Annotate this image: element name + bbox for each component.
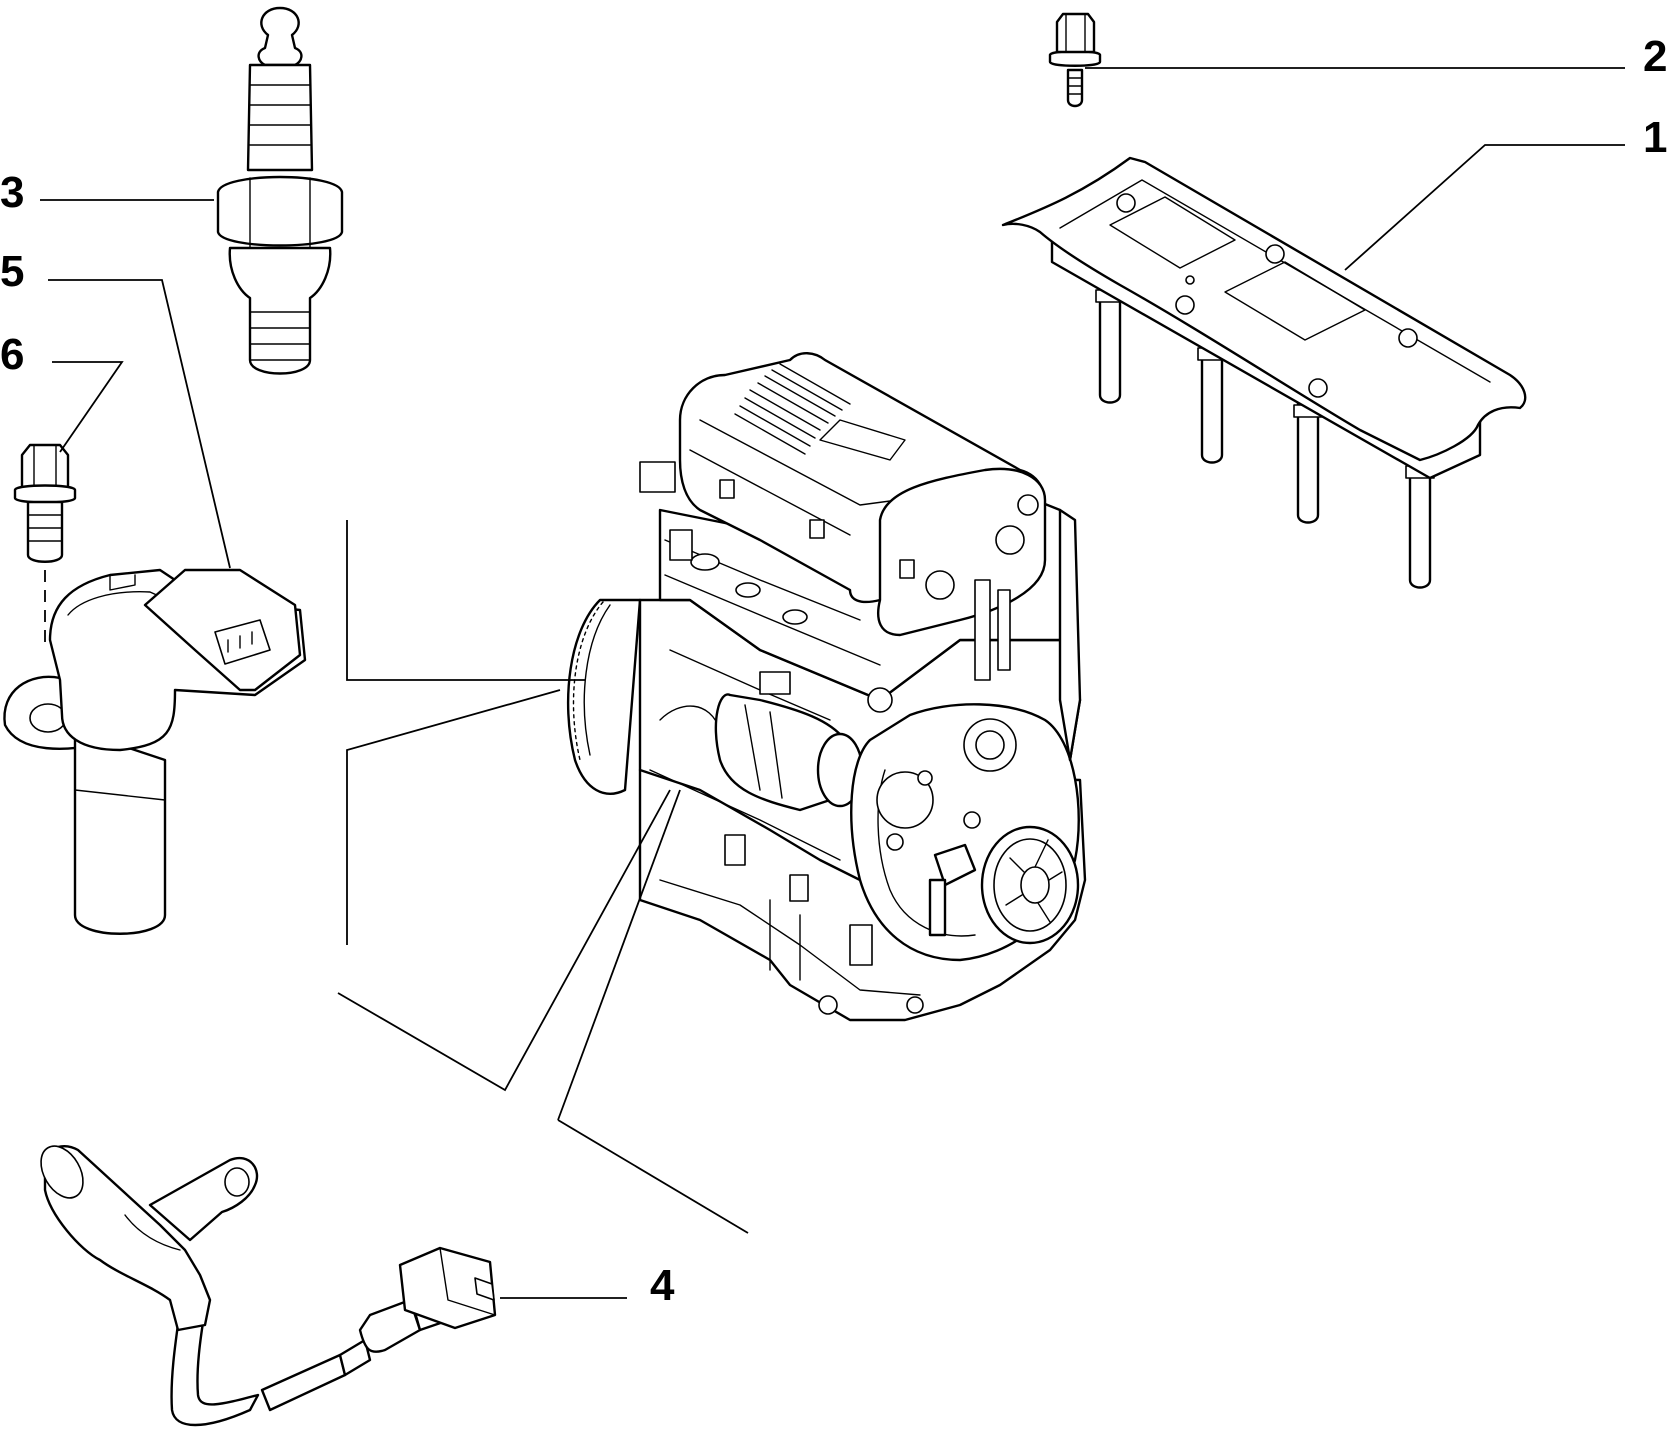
spark-plug-icon xyxy=(216,6,344,375)
camshaft-sensor-icon xyxy=(3,568,307,935)
callout-1: 1 xyxy=(1643,113,1668,162)
callout-6: 6 xyxy=(0,330,25,379)
leader-line-1 xyxy=(1344,144,1625,271)
ignition-coil-icon xyxy=(1001,156,1527,589)
callout-5: 5 xyxy=(0,247,25,296)
leader-lines xyxy=(40,67,1625,1299)
leader-line-5 xyxy=(48,279,231,569)
crankshaft-sensor-icon xyxy=(40,1145,497,1427)
ref-line-4a xyxy=(337,789,671,1092)
callout-3: 3 xyxy=(0,168,25,217)
flange-bolt-icon xyxy=(13,443,77,650)
ref-bracket-bottom xyxy=(346,689,561,945)
flange-bolt-icon xyxy=(1048,12,1102,108)
engine-assembly-icon xyxy=(566,352,1087,1022)
ref-line-4c xyxy=(557,789,681,1121)
callout-4: 4 xyxy=(650,1261,675,1310)
callout-2: 2 xyxy=(1643,32,1668,81)
ref-bracket-top xyxy=(346,520,585,681)
ref-line-4b xyxy=(557,1119,749,1234)
leader-line-6 xyxy=(52,361,124,453)
